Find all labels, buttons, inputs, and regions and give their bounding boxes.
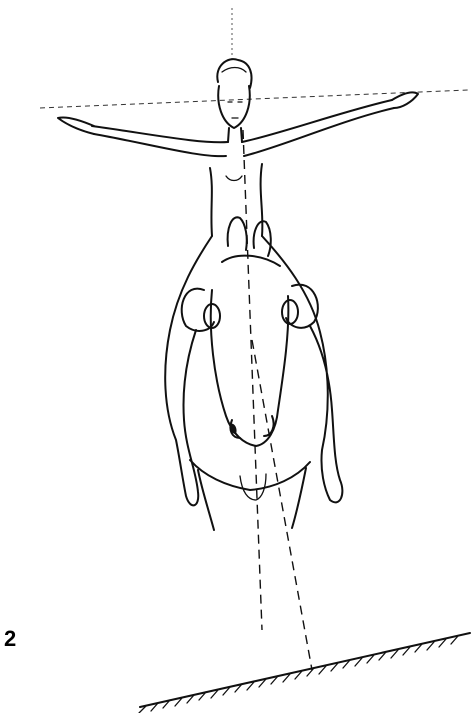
rider-left-leg bbox=[165, 236, 212, 505]
horse-chest bbox=[190, 460, 310, 490]
horse-bridle-left bbox=[182, 289, 214, 331]
rider-hair bbox=[217, 59, 251, 88]
figure-number-label: 2 bbox=[4, 628, 16, 650]
rider-torso bbox=[210, 164, 262, 236]
horse-figure bbox=[182, 217, 318, 530]
center-vertical-guide-line bbox=[243, 130, 262, 630]
rider-right-arm bbox=[242, 100, 394, 156]
horse-right-front-leg bbox=[292, 468, 306, 528]
rider-right-hand bbox=[392, 92, 418, 108]
rider-left-hand bbox=[58, 117, 94, 134]
horse-left-front-leg bbox=[198, 470, 214, 530]
rider-left-arm bbox=[92, 126, 228, 156]
horse-bridle-right bbox=[286, 285, 318, 328]
horse-right-eye bbox=[282, 300, 298, 324]
rider-head bbox=[218, 86, 250, 128]
horse-left-ear bbox=[228, 217, 247, 250]
ground-slope bbox=[139, 633, 470, 713]
